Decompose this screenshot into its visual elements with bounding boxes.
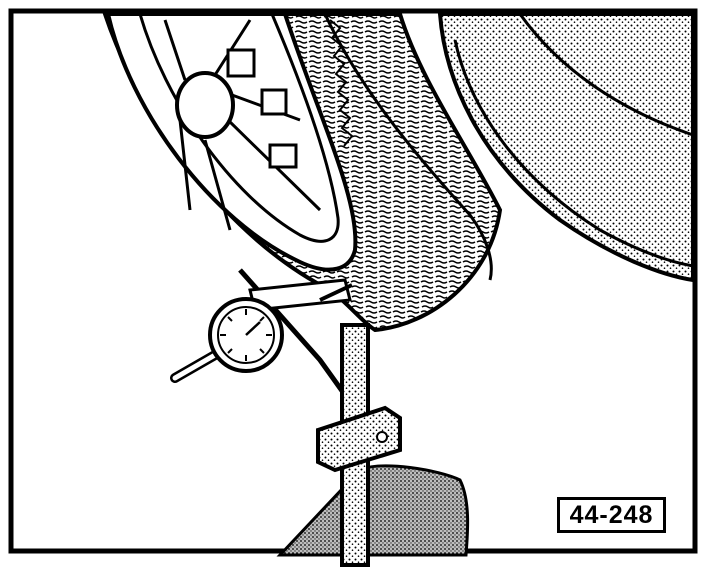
post-clamp bbox=[316, 405, 402, 473]
wheel-rim bbox=[105, 12, 358, 272]
hub bbox=[175, 71, 235, 139]
rear-tire bbox=[437, 12, 695, 283]
figure-number: 44-248 bbox=[557, 497, 666, 533]
gauge-post bbox=[316, 323, 402, 567]
support-stand bbox=[276, 464, 470, 557]
dial-gauge bbox=[170, 268, 353, 397]
